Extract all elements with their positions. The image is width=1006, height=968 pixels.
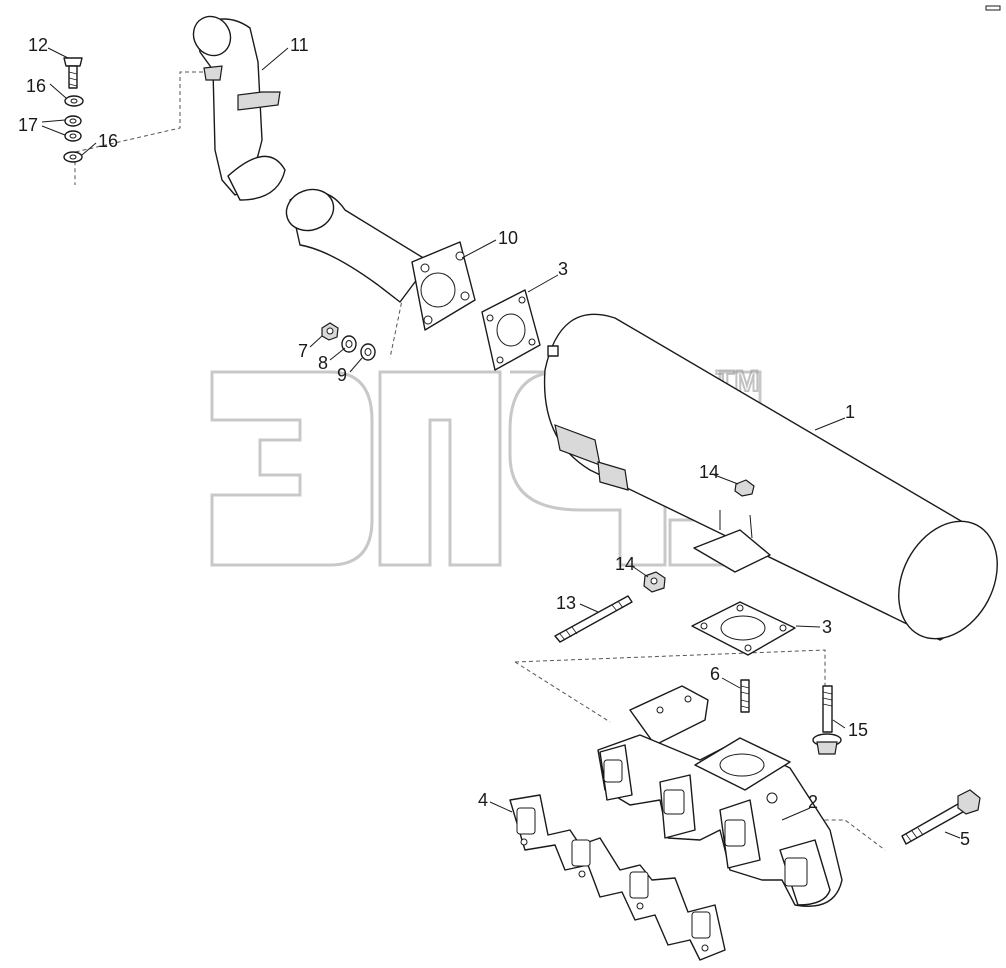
callout-part-9: 9 xyxy=(337,365,347,385)
part-6-stud xyxy=(740,679,750,713)
callout-part-10: 10 xyxy=(498,228,518,248)
callout-part-16-bottom: 16 xyxy=(98,131,118,151)
part-10-intermediate-pipe xyxy=(285,188,476,331)
part-16-washer-bottom xyxy=(63,151,83,163)
part-14-nut-upper xyxy=(734,479,755,497)
part-16-washer-top xyxy=(64,95,84,107)
callout-part-3-lower: 3 xyxy=(822,617,832,637)
callout-part-6: 6 xyxy=(710,664,720,684)
callout-labels: 1 2 3 3 4 5 6 7 8 9 10 11 12 13 14 14 15… xyxy=(18,35,970,849)
part-15-flange-bolt xyxy=(812,685,842,755)
part-1-muffler xyxy=(543,313,998,641)
callout-part-14-upper: 14 xyxy=(699,462,719,482)
callout-part-11: 11 xyxy=(290,35,309,55)
callout-part-3-upper: 3 xyxy=(558,259,568,279)
callout-part-13: 13 xyxy=(556,593,576,613)
part-12-bolt xyxy=(63,57,83,89)
part-3-upper-gasket xyxy=(481,289,541,371)
callout-part-14-lower: 14 xyxy=(615,554,635,574)
part-2-exhaust-manifold xyxy=(597,685,843,907)
callout-part-12: 12 xyxy=(28,35,48,55)
callout-part-7: 7 xyxy=(298,341,308,361)
callout-part-1: 1 xyxy=(845,402,855,422)
leader-lines xyxy=(41,47,961,839)
part-7-nut xyxy=(321,322,339,341)
callout-part-5: 5 xyxy=(960,829,970,849)
callout-part-15: 15 xyxy=(848,720,868,740)
callout-part-8: 8 xyxy=(318,353,328,373)
part-9-washer xyxy=(360,343,376,361)
part-17-washer xyxy=(64,115,82,142)
callout-part-4: 4 xyxy=(478,790,488,810)
part-13-stud xyxy=(554,595,633,643)
callout-part-2: 2 xyxy=(808,792,818,812)
part-4-manifold-gasket xyxy=(509,794,726,961)
callout-part-17: 17 xyxy=(18,115,38,135)
part-3-lower-gasket xyxy=(691,601,796,656)
part-5-long-bolt xyxy=(901,789,981,845)
part-11-outlet-pipe xyxy=(192,15,286,201)
part-8-washer xyxy=(341,335,357,353)
part-14-nut-lower xyxy=(643,571,666,593)
corner-mark xyxy=(985,5,1001,11)
callout-part-16-top: 16 xyxy=(26,76,46,96)
